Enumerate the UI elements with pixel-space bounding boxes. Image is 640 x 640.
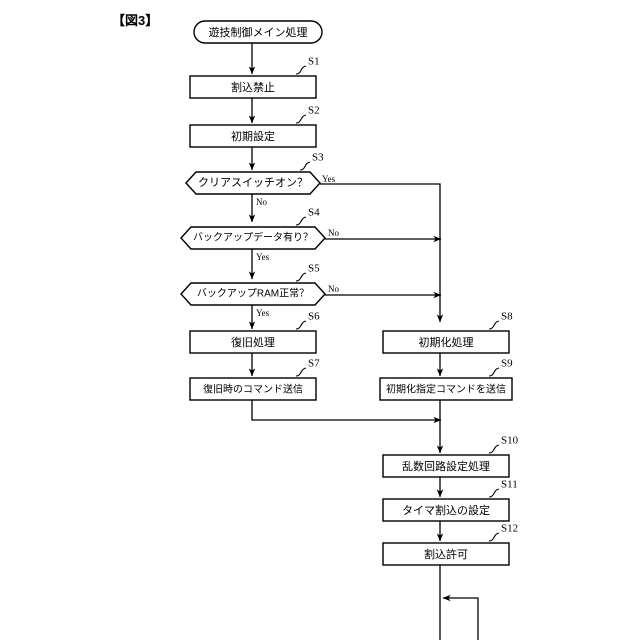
node-s4: バックアップデータ有り？ — [180, 226, 326, 250]
node-s10: 乱数回路設定処理 — [382, 454, 510, 478]
node-start-label: 遊技制御メイン処理 — [209, 25, 308, 39]
node-s6-label: 復旧処理 — [231, 336, 275, 349]
node-s5-label: バックアップRAM正常？ — [197, 287, 309, 300]
node-s9-label: 初期化指定コマンドを送信 — [386, 383, 506, 396]
node-s8-label: 初期化処理 — [419, 335, 474, 349]
node-s11-label: タイマ割込の設定 — [402, 503, 490, 517]
node-s11: タイマ割込の設定 — [382, 498, 510, 522]
step-label-s7: S7 — [308, 358, 320, 370]
node-s3-label: クリアスイッチオン？ — [198, 176, 308, 189]
branch-label-s4-no: No — [328, 228, 339, 238]
step-label-s4: S4 — [308, 207, 320, 219]
node-s7-label: 復旧時のコマンド送信 — [203, 383, 303, 396]
node-s10-label: 乱数回路設定処理 — [402, 459, 490, 473]
step-label-s2: S2 — [308, 105, 320, 117]
branch-label-s3-no: No — [256, 197, 267, 207]
node-s8: 初期化処理 — [382, 330, 510, 354]
node-s1: 割込禁止 — [189, 75, 317, 99]
node-start: 遊技制御メイン処理 — [193, 20, 323, 44]
node-s7: 復旧時のコマンド送信 — [189, 377, 317, 401]
node-s2-label: 初期設定 — [231, 129, 275, 143]
node-s6: 復旧処理 — [189, 330, 317, 354]
node-s5: バックアップRAM正常？ — [180, 282, 326, 306]
branch-label-s5-yes: Yes — [256, 308, 270, 318]
node-s12-label: 割込許可 — [424, 547, 468, 561]
loop-back-connector — [439, 565, 479, 640]
node-s9: 初期化指定コマンドを送信 — [379, 377, 513, 401]
step-label-s11: S11 — [501, 479, 518, 491]
branch-label-s5-no: No — [328, 284, 339, 294]
node-s2: 初期設定 — [189, 124, 317, 148]
step-label-s8: S8 — [501, 311, 513, 323]
step-label-s12: S12 — [501, 523, 518, 535]
branch-label-s4-yes: Yes — [256, 252, 270, 262]
node-s3: クリアスイッチオン？ — [185, 171, 321, 195]
node-s4-label: バックアップデータ有り？ — [193, 231, 313, 244]
step-label-s1: S1 — [308, 56, 320, 68]
step-label-s6: S6 — [308, 311, 320, 323]
step-label-s10: S10 — [501, 435, 519, 447]
branch-label-s3-yes: Yes — [322, 174, 336, 184]
node-s1-label: 割込禁止 — [231, 80, 275, 94]
figure-number-label: 【図3】 — [112, 13, 159, 28]
step-label-s5: S5 — [308, 263, 320, 275]
step-label-s9: S9 — [501, 358, 513, 370]
node-s12: 割込許可 — [382, 542, 510, 566]
step-label-s3: S3 — [312, 152, 324, 164]
